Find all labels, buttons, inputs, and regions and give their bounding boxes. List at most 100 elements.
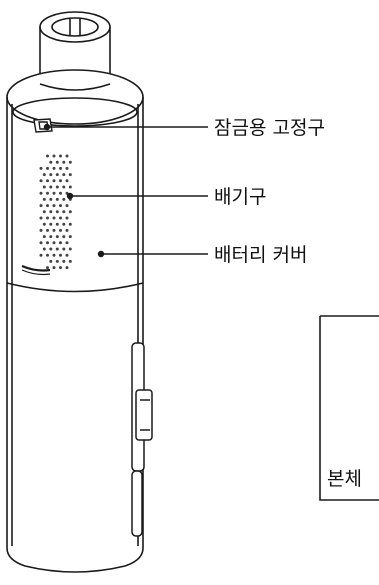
- vent-dot: [55, 235, 59, 239]
- vent-dot: [39, 253, 43, 257]
- cap-ring: [6, 69, 144, 127]
- label-body: 본체: [327, 468, 362, 490]
- label-vent: 배기구: [214, 186, 266, 208]
- vent-dot: [59, 166, 62, 170]
- vent-dot: [39, 216, 43, 220]
- vent-dot: [59, 191, 62, 195]
- vent-dot: [59, 154, 62, 158]
- vent-dot: [46, 154, 49, 158]
- vent-dot: [55, 222, 59, 226]
- lock-leader-dot: [43, 123, 51, 131]
- vent-dot: [59, 204, 62, 208]
- leader-lines: [47, 126, 208, 255]
- vent-dot: [55, 185, 59, 189]
- vent-dot: [68, 222, 72, 226]
- vent-dot: [46, 179, 49, 183]
- vent-dot: [52, 266, 56, 270]
- vent-dot: [68, 173, 72, 177]
- mouthpiece: [39, 11, 111, 84]
- side-button: [131, 342, 153, 537]
- vent-dot: [65, 204, 69, 208]
- vent-dot: [42, 185, 46, 189]
- vent-dot: [49, 222, 53, 226]
- vent-dot: [62, 197, 66, 201]
- vent-dot: [46, 166, 49, 170]
- vent-dot: [46, 216, 49, 220]
- vent-dot: [46, 228, 49, 232]
- vent-dot: [65, 179, 69, 183]
- vent-dot: [39, 228, 43, 232]
- vent-dot: [42, 247, 46, 251]
- vent-dot: [55, 197, 59, 201]
- vent-dot: [55, 160, 59, 164]
- vent-dot: [52, 191, 56, 195]
- vent-dot: [49, 259, 53, 263]
- vent-dot: [52, 228, 56, 232]
- vent-dot: [55, 259, 59, 263]
- vent-dot: [52, 204, 56, 208]
- vent-dot: [55, 247, 59, 251]
- vent-dots: [39, 154, 72, 270]
- vent-dot: [59, 266, 62, 270]
- vent-dot: [42, 210, 46, 214]
- vent-dot: [62, 235, 66, 239]
- vent-dot: [39, 191, 43, 195]
- vent-dot: [65, 228, 69, 232]
- vent-dot: [49, 235, 53, 239]
- vent-dot: [49, 173, 53, 177]
- vent-dot: [49, 247, 53, 251]
- vent-dot: [46, 253, 49, 257]
- vent-dot: [59, 253, 62, 257]
- vent-dot: [62, 210, 66, 214]
- vent-dot: [39, 179, 43, 183]
- vent-dot: [59, 241, 62, 245]
- vent-dot: [68, 247, 72, 251]
- vent-dot: [42, 235, 46, 239]
- vent-leader-dot: [66, 192, 74, 200]
- vent-dot: [52, 216, 56, 220]
- vent-dot: [65, 216, 69, 220]
- vent-dot: [65, 253, 69, 257]
- vent-dot: [55, 173, 59, 177]
- device-body: [6, 97, 144, 573]
- vent-dot: [62, 259, 66, 263]
- vent-dot: [68, 160, 72, 164]
- vent-dot: [59, 228, 62, 232]
- vent-dot: [46, 204, 49, 208]
- body-label-box: 본체: [319, 315, 379, 501]
- label-battery-cover: 배터리 커버: [214, 244, 307, 266]
- vent-dot: [42, 173, 46, 177]
- vent-dot: [68, 185, 72, 189]
- vent-dot: [62, 160, 66, 164]
- vent-dot: [49, 185, 53, 189]
- vent-dot: [65, 166, 69, 170]
- vent-dot: [49, 160, 53, 164]
- vent-dot: [46, 266, 49, 270]
- vent-dot: [42, 197, 46, 201]
- vent-dot: [62, 173, 66, 177]
- vent-dot: [68, 210, 72, 214]
- vent-dot: [49, 210, 53, 214]
- vent-dot: [59, 179, 62, 183]
- vent-dot: [52, 179, 56, 183]
- vent-dot: [59, 216, 62, 220]
- vent-dot: [65, 266, 69, 270]
- vent-dot: [65, 154, 69, 158]
- leader-endpoints: [43, 123, 105, 258]
- vent-dot: [52, 253, 56, 257]
- vent-dot: [68, 235, 72, 239]
- cover-leader-dot: [97, 250, 105, 258]
- label-lock: 잠금용 고정구: [214, 117, 325, 139]
- vent-dot: [62, 185, 66, 189]
- vent-dot: [52, 241, 56, 245]
- vent-dot: [49, 197, 53, 201]
- vent-dot: [39, 241, 43, 245]
- vent-dot: [68, 259, 72, 263]
- vent-dot: [46, 241, 49, 245]
- vent-dot: [39, 166, 43, 170]
- vent-dot: [55, 210, 59, 214]
- vent-dot: [46, 191, 49, 195]
- vent-dot: [42, 222, 46, 226]
